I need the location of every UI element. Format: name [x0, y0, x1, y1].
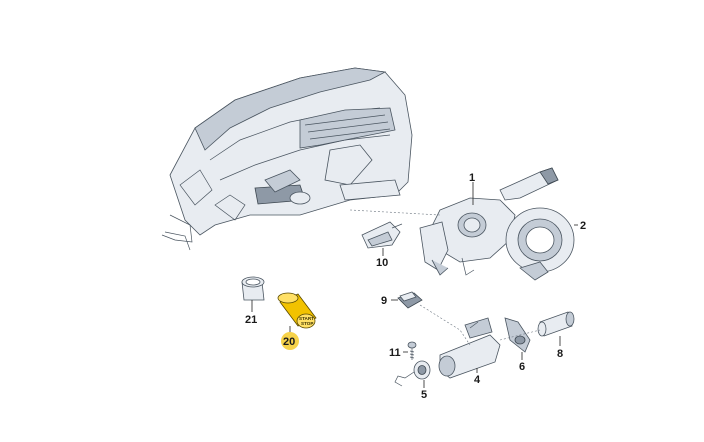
callout-11: 11 [389, 347, 401, 359]
callout-4: 4 [474, 374, 481, 386]
callout-20-highlighted: 20 [281, 332, 299, 350]
part-1-steering-column-switch [419, 167, 559, 276]
dashboard-housing [161, 67, 413, 251]
part-11-screw [407, 341, 417, 360]
callout-1: 1 [469, 172, 475, 184]
part-10-switch-module [361, 221, 403, 249]
part-5-lock-cylinder [394, 360, 431, 387]
part-2-clock-spring [505, 207, 575, 281]
callout-8: 8 [557, 348, 563, 360]
start-label: START [299, 316, 314, 321]
part-4-lock-housing [438, 317, 501, 379]
routing-line [349, 209, 441, 216]
callout-20: 20 [283, 336, 295, 348]
callout-6: 6 [519, 361, 525, 373]
stop-label: STOP [301, 321, 313, 326]
part-6-bracket [504, 317, 531, 353]
part-9-sensor [397, 291, 423, 309]
routing-line [499, 329, 541, 341]
part-8-cylinder [537, 311, 575, 337]
routing-line [419, 304, 471, 346]
callout-5: 5 [421, 389, 427, 401]
part-20-start-stop-button: START STOP [277, 292, 317, 329]
callout-9: 9 [381, 295, 387, 307]
callout-21: 21 [245, 314, 257, 326]
callout-10: 10 [376, 257, 388, 269]
callout-2: 2 [580, 220, 586, 232]
callout-highlight-circle [281, 332, 299, 350]
part-21-trim-ring [241, 276, 265, 301]
